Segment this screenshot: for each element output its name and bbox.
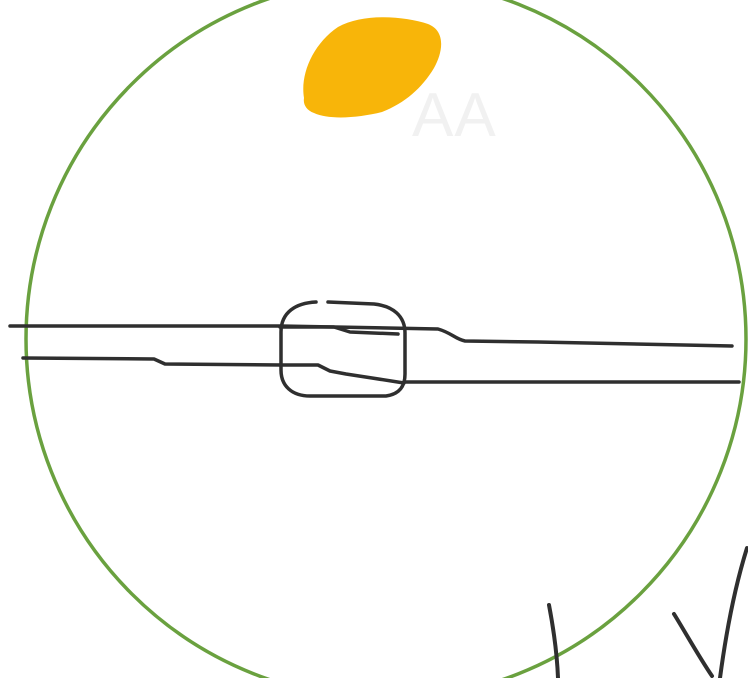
faint-handwritten-text: AA [412, 81, 497, 150]
